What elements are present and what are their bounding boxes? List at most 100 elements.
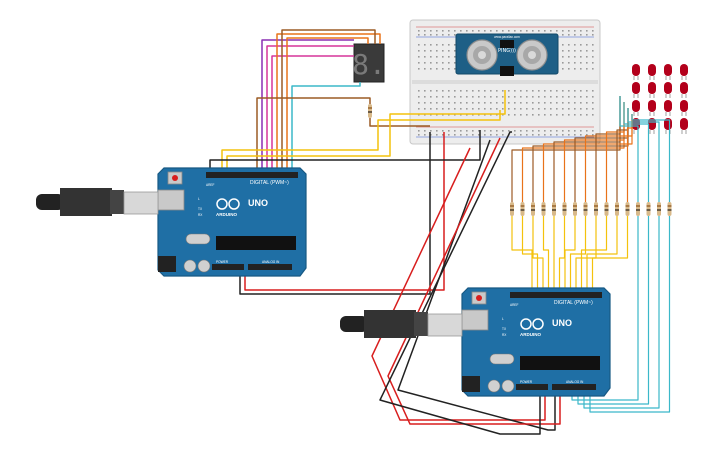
ultrasonic-sensor: PING))) www.parallax.com: [455, 33, 559, 76]
breadboard-hole: [424, 34, 426, 36]
breadboard-hole: [418, 30, 420, 32]
breadboard-hole: [490, 102, 492, 104]
power-jack-1: [158, 256, 176, 272]
power-label-1: POWER: [216, 260, 229, 264]
breadboard-hole: [574, 114, 576, 116]
breadboard-hole: [442, 102, 444, 104]
breadboard-hole: [424, 30, 426, 32]
wire-led: [619, 96, 639, 202]
power-header-2: [516, 384, 548, 390]
breadboard-hole: [502, 114, 504, 116]
breadboard-hole: [520, 134, 522, 136]
wire-resistor-to-board: [564, 216, 576, 292]
breadboard-hole: [466, 134, 468, 136]
breadboard-hole: [454, 102, 456, 104]
wire-display-brown-2: [256, 97, 371, 168]
breadboard-hole: [532, 102, 534, 104]
breadboard-hole: [418, 108, 420, 110]
power-jack-2: [462, 376, 480, 392]
breadboard-hole: [514, 114, 516, 116]
breadboard-hole: [520, 130, 522, 132]
breadboard-hole: [586, 44, 588, 46]
breadboard-hole: [448, 50, 450, 52]
breadboard-hole: [592, 90, 594, 92]
breadboard-hole: [592, 114, 594, 116]
tx-label-2: TX: [502, 327, 507, 331]
breadboard-hole: [478, 102, 480, 104]
breadboard-hole: [538, 90, 540, 92]
breadboard-hole: [586, 96, 588, 98]
breadboard-hole: [454, 134, 456, 136]
breadboard-hole: [550, 134, 552, 136]
wire-resistor-to-board: [580, 216, 608, 292]
breadboard-hole: [418, 102, 420, 104]
breadboard-hole: [496, 96, 498, 98]
breadboard-hole: [430, 34, 432, 36]
led: [680, 64, 688, 76]
breadboard-hole: [508, 30, 510, 32]
breadboard-hole: [490, 134, 492, 136]
breadboard-hole: [442, 130, 444, 132]
led: [648, 100, 656, 112]
reset-button-cap-1[interactable]: [172, 175, 178, 181]
resistor: [604, 202, 609, 216]
aref-label-2: AREF: [510, 303, 519, 307]
resistor: [510, 202, 514, 216]
breadboard-hole: [472, 30, 474, 32]
breadboard-hole: [544, 96, 546, 98]
breadboard-hole: [466, 114, 468, 116]
capacitor-1a: [183, 259, 197, 273]
resistor-bank: [510, 202, 672, 216]
resistor: [594, 202, 598, 216]
analog-header-1: [248, 264, 292, 270]
breadboard-hole: [502, 130, 504, 132]
breadboard-hole: [418, 130, 420, 132]
breadboard-hole: [484, 96, 486, 98]
breadboard-hole: [562, 62, 564, 64]
breadboard-hole: [550, 102, 552, 104]
breadboard-hole: [454, 108, 456, 110]
led: [664, 100, 672, 112]
breadboard-hole: [490, 30, 492, 32]
wire-gnd-board1: [239, 132, 431, 295]
breadboard-hole: [472, 96, 474, 98]
wire-led: [616, 108, 629, 202]
analog-header-2: [552, 384, 596, 390]
breadboard-hole: [418, 44, 420, 46]
breadboard-hole: [460, 102, 462, 104]
power-label-2: POWER: [520, 380, 533, 384]
breadboard-hole: [454, 90, 456, 92]
breadboard-hole: [424, 130, 426, 132]
breadboard-hole: [418, 56, 420, 58]
analog-label-2: ANALOG IN: [566, 380, 584, 384]
breadboard-hole: [430, 30, 432, 32]
breadboard-hole: [562, 108, 564, 110]
wires: [209, 29, 671, 435]
breadboard-hole: [466, 30, 468, 32]
breadboard-hole: [424, 44, 426, 46]
breadboard-hole: [574, 96, 576, 98]
breadboard-hole: [574, 68, 576, 70]
breadboard-hole: [514, 96, 516, 98]
uno-label-2: UNO: [552, 318, 572, 328]
breadboard-hole: [442, 34, 444, 36]
breadboard-hole: [580, 56, 582, 58]
rx-label-2: RX: [502, 333, 507, 337]
breadboard-hole: [484, 108, 486, 110]
breadboard-hole: [442, 114, 444, 116]
breadboard-hole: [574, 108, 576, 110]
led: [664, 82, 672, 94]
breadboard-hole: [466, 102, 468, 104]
breadboard-hole: [448, 114, 450, 116]
wire-resistor-to-board: [569, 216, 587, 292]
breadboard-hole: [514, 130, 516, 132]
breadboard-hole: [460, 30, 462, 32]
breadboard-hole: [442, 68, 444, 70]
breadboard-hole: [562, 50, 564, 52]
reset-button-cap-2[interactable]: [476, 295, 482, 301]
breadboard-hole: [568, 62, 570, 64]
seven-segment-display: 8.: [352, 43, 386, 83]
breadboard-hole: [586, 68, 588, 70]
breadboard-hole: [502, 96, 504, 98]
